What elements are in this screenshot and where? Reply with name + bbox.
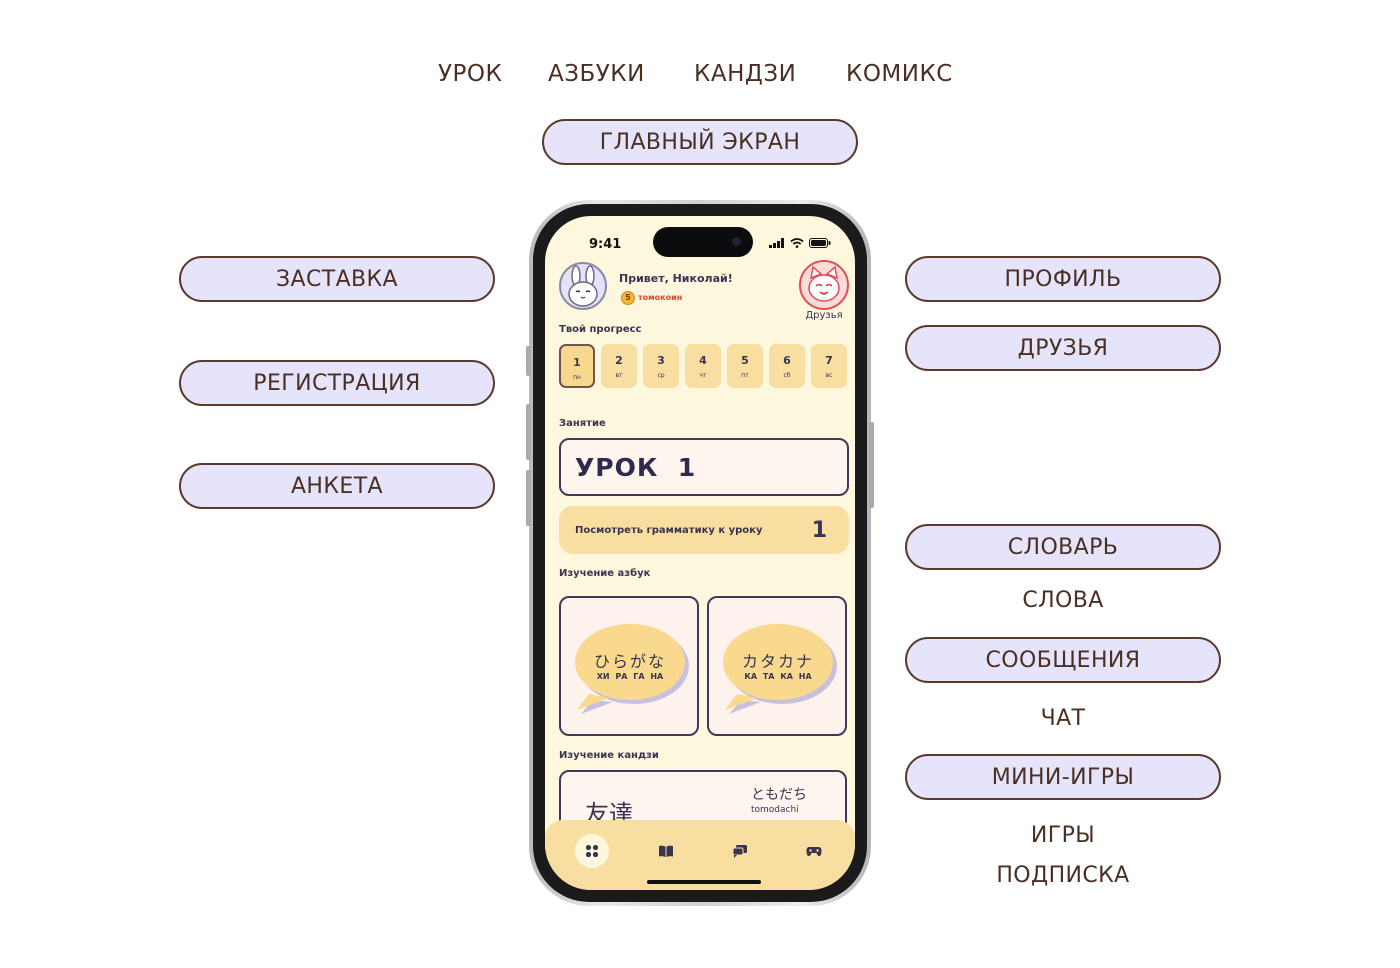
- chat-icon[interactable]: [723, 834, 757, 868]
- day-2[interactable]: 2 вт: [601, 344, 637, 388]
- phone-frame: 9:41: [526, 200, 874, 906]
- day-number: 7: [825, 354, 833, 367]
- tab-bar: [545, 820, 855, 890]
- cat-avatar-icon[interactable]: [799, 260, 849, 310]
- phone-volume-down-button: [526, 470, 531, 526]
- day-3[interactable]: 3 ср: [643, 344, 679, 388]
- katakana-card[interactable]: カタカナ КА ТА КА НА: [707, 596, 847, 736]
- top-nav-comics[interactable]: КОМИКС: [846, 61, 953, 87]
- day-5[interactable]: 5 пт: [727, 344, 763, 388]
- top-nav-kanji[interactable]: КАНДЗИ: [694, 61, 797, 87]
- phone-mute-button: [526, 346, 531, 376]
- questionnaire-pill[interactable]: АНКЕТА: [179, 463, 495, 509]
- day-4[interactable]: 4 чт: [685, 344, 721, 388]
- battery-icon: [809, 238, 831, 248]
- status-time: 9:41: [589, 237, 622, 252]
- day-number: 3: [657, 354, 665, 367]
- friends-label[interactable]: Друзья: [805, 310, 843, 321]
- gamepad-icon[interactable]: [797, 834, 831, 868]
- subscription-label[interactable]: ПОДПИСКА: [996, 863, 1130, 888]
- coin-label: томокоин: [638, 293, 683, 302]
- day-name: сб: [783, 372, 791, 379]
- katakana-reading: КА ТА КА НА: [744, 672, 812, 681]
- day-name: пт: [741, 372, 749, 379]
- kanji-kana-reading: ともだち: [751, 787, 807, 803]
- day-name: вт: [615, 372, 623, 379]
- day-number: 1: [573, 356, 581, 369]
- hiragana-card[interactable]: ひらがな ХИ РА ГА НА: [559, 596, 699, 736]
- wifi-icon: [790, 238, 804, 248]
- chat-label[interactable]: ЧАТ: [1040, 706, 1086, 731]
- day-name: ср: [657, 372, 665, 379]
- book-icon[interactable]: [649, 834, 683, 868]
- hiragana-text: ひらがな: [593, 652, 666, 671]
- day-number: 5: [741, 354, 749, 367]
- kanji-section-title: Изучение кандзи: [559, 750, 659, 761]
- top-nav-alphabets[interactable]: АЗБУКИ: [548, 61, 645, 87]
- home-indicator[interactable]: [647, 880, 761, 884]
- day-1[interactable]: 1 пн: [559, 344, 595, 388]
- speech-bubble-icon: [575, 624, 689, 714]
- profile-pill[interactable]: ПРОФИЛЬ: [905, 256, 1221, 302]
- friends-pill[interactable]: ДРУЗЬЯ: [905, 325, 1221, 371]
- splash-pill[interactable]: ЗАСТАВКА: [179, 256, 495, 302]
- phone-power-button: [869, 422, 874, 508]
- lesson-section-title: Занятие: [559, 418, 606, 429]
- day-name: чт: [699, 372, 707, 379]
- grammar-lesson-number: 1: [811, 517, 827, 543]
- registration-pill[interactable]: РЕГИСТРАЦИЯ: [179, 360, 495, 406]
- progress-title: Твой прогресс: [559, 324, 642, 335]
- coin-icon: 5: [621, 291, 635, 305]
- dynamic-island: [653, 227, 753, 257]
- day-name: пн: [573, 374, 581, 381]
- main-screen-pill[interactable]: ГЛАВНЫЙ ЭКРАН: [542, 119, 858, 165]
- phone-screen: 9:41: [545, 216, 855, 890]
- mini-games-pill[interactable]: МИНИ-ИГРЫ: [905, 754, 1221, 800]
- day-name: вс: [825, 372, 833, 379]
- words-label[interactable]: СЛОВА: [1022, 588, 1104, 613]
- progress-days: 1 пн 2 вт 3 ср 4 чт 5 пт 6 сб 7 вс: [559, 344, 847, 390]
- messages-pill[interactable]: СООБЩЕНИЯ: [905, 637, 1221, 683]
- greeting-text: Привет, Николай!: [619, 272, 733, 285]
- hiragana-reading: ХИ РА ГА НА: [596, 672, 664, 681]
- day-number: 2: [615, 354, 623, 367]
- home-grid-icon[interactable]: [575, 834, 609, 868]
- day-7[interactable]: 7 вс: [811, 344, 847, 388]
- katakana-text: カタカナ: [741, 652, 814, 671]
- phone-volume-up-button: [526, 404, 531, 460]
- grammar-text: Посмотреть грамматику к уроку: [575, 524, 763, 536]
- kana-section-title: Изучение азбук: [559, 568, 651, 579]
- camera-icon: [732, 237, 741, 246]
- top-nav-lesson[interactable]: УРОК: [438, 61, 503, 87]
- grammar-button[interactable]: Посмотреть грамматику к уроку 1: [559, 506, 849, 554]
- signal-icon: [769, 238, 784, 248]
- lesson-card[interactable]: УРОК 1: [559, 438, 849, 496]
- bunny-avatar-icon[interactable]: [559, 262, 607, 310]
- phone-bezel: 9:41: [533, 204, 867, 902]
- kanji-romaji: tomodachi: [751, 805, 799, 815]
- status-icons: [769, 238, 831, 248]
- speech-bubble-icon: [723, 624, 837, 714]
- games-label[interactable]: ИГРЫ: [1030, 823, 1096, 848]
- day-6[interactable]: 6 сб: [769, 344, 805, 388]
- dictionary-pill[interactable]: СЛОВАРЬ: [905, 524, 1221, 570]
- day-number: 6: [783, 354, 791, 367]
- day-number: 4: [699, 354, 707, 367]
